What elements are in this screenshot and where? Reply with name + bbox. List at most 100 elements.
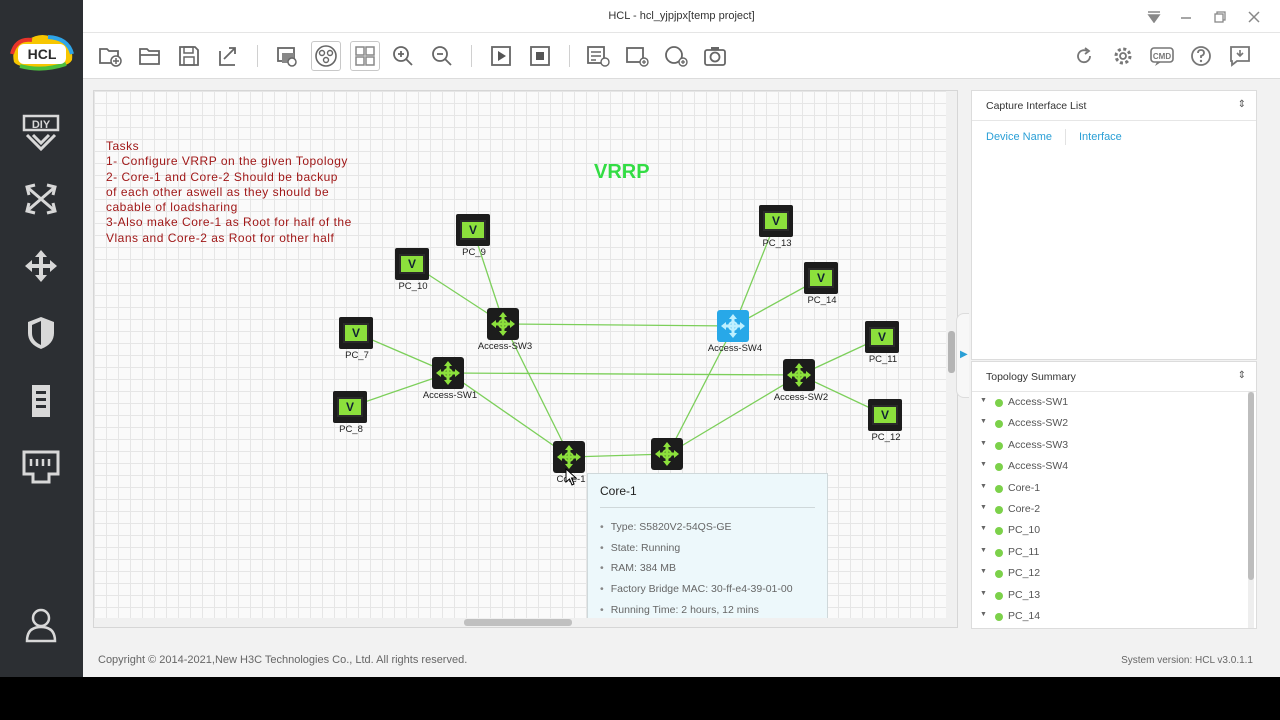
switch-node-core-2[interactable] <box>651 438 687 470</box>
capture-button[interactable] <box>700 41 730 71</box>
chevron-down-icon[interactable]: ▼ <box>980 525 987 533</box>
switch-node-access-sw1[interactable]: Access-SW1 <box>423 357 477 401</box>
chevron-down-icon[interactable]: ▼ <box>980 546 987 554</box>
grid-view-button[interactable] <box>350 41 380 71</box>
scroll-thumb[interactable] <box>464 619 572 626</box>
screenshot-button[interactable] <box>271 41 301 71</box>
task-line: 1- Configure VRRP on the given Topology <box>106 154 348 169</box>
zoom-in-button[interactable] <box>388 41 418 71</box>
scroll-thumb[interactable] <box>1248 392 1254 580</box>
chevron-down-icon[interactable]: ▼ <box>980 418 987 426</box>
column-device-name[interactable]: Device Name <box>986 131 1053 143</box>
pc-node-pc12[interactable]: V PC_12 <box>868 399 904 443</box>
pc-node-pc13[interactable]: V PC_13 <box>759 205 795 249</box>
pc-node-pc14[interactable]: V PC_14 <box>804 262 840 306</box>
network-link[interactable] <box>503 323 735 327</box>
switch-node-access-sw3[interactable]: Access-SW3 <box>478 308 532 352</box>
pc-node-pc8[interactable]: V PC_8 <box>333 391 369 435</box>
canvas-horizontal-scrollbar[interactable] <box>94 618 957 627</box>
topology-scrollbar[interactable] <box>1248 392 1254 628</box>
close-button[interactable] <box>1244 7 1264 27</box>
chevron-down-icon[interactable]: ▼ <box>980 439 987 447</box>
network-link[interactable] <box>733 220 777 327</box>
topology-canvas[interactable]: Tasks 1- Configure VRRP on the given Top… <box>93 90 958 628</box>
topology-item[interactable]: ▼Access-SW3 <box>972 435 1248 456</box>
restore-button[interactable] <box>1210 7 1230 27</box>
scroll-thumb[interactable] <box>948 331 955 373</box>
network-link[interactable] <box>448 372 571 458</box>
topology-view-button[interactable] <box>311 41 341 71</box>
dropdown-menu-button[interactable] <box>1144 7 1164 27</box>
chevron-down-icon[interactable]: ▼ <box>980 610 987 618</box>
network-link[interactable] <box>667 374 801 455</box>
new-project-button[interactable] <box>95 41 125 71</box>
canvas-heading[interactable]: VRRP <box>594 161 650 183</box>
feedback-button[interactable] <box>1225 41 1255 71</box>
capture-columns: Device Name Interface <box>972 121 1256 151</box>
security-button[interactable] <box>20 312 62 354</box>
pc-node-pc10[interactable]: V PC_10 <box>395 248 431 292</box>
topology-item[interactable]: ▼PC_14 <box>972 606 1248 627</box>
chevron-down-icon[interactable]: ▼ <box>980 482 987 490</box>
column-interface[interactable]: Interface <box>1079 131 1122 143</box>
chevron-down-icon[interactable]: ▼ <box>980 568 987 576</box>
switch-node-access-sw2[interactable]: Access-SW2 <box>774 359 828 403</box>
start-all-button[interactable] <box>486 41 516 71</box>
topology-item-name: Core-1 <box>1008 481 1041 494</box>
topology-item[interactable]: ▼Access-SW2 <box>972 413 1248 434</box>
topology-item[interactable]: ▼ Core-1 <box>972 478 1248 499</box>
diy-button[interactable]: DIY <box>20 112 62 154</box>
screenshot-icon <box>277 47 297 67</box>
zoom-out-button[interactable] <box>427 41 457 71</box>
pc-node-pc7[interactable]: V PC_7 <box>339 317 375 361</box>
help-button[interactable] <box>1186 41 1216 71</box>
stop-all-button[interactable] <box>525 41 555 71</box>
user-button[interactable] <box>20 604 62 646</box>
cmd-button[interactable]: CMD <box>1147 41 1177 71</box>
shuffle-button[interactable] <box>20 178 62 220</box>
chevron-down-icon[interactable]: ▼ <box>980 461 987 469</box>
settings-button[interactable] <box>1108 41 1138 71</box>
network-port-button[interactable] <box>20 446 62 488</box>
panel-collapse-tab[interactable]: ▶ <box>956 313 969 398</box>
switch-node-access-sw4[interactable]: Access-SW4 <box>708 310 762 354</box>
task-line: 2- Core-1 and Core-2 Should be backup <box>106 169 338 184</box>
add-rectangle-button[interactable] <box>622 41 652 71</box>
cmd-icon: CMD <box>1150 47 1174 66</box>
camera-icon <box>704 47 726 66</box>
chevron-down-icon[interactable]: ▼ <box>980 503 987 511</box>
topology-item[interactable]: ▼Access-SW4 <box>972 456 1248 477</box>
save-button[interactable] <box>174 41 204 71</box>
canvas-vertical-scrollbar[interactable] <box>946 91 957 619</box>
network-link[interactable] <box>448 372 801 376</box>
restore-icon <box>1214 11 1226 23</box>
topology-item[interactable]: ▼PC_10 <box>972 520 1248 541</box>
topology-item[interactable]: ▼Core-2 <box>972 499 1248 520</box>
topology-item[interactable]: ▼PC_11 <box>972 542 1248 563</box>
minimize-button[interactable] <box>1176 7 1196 27</box>
collapse-arrows-icon[interactable]: ⇕ <box>1237 99 1246 110</box>
refresh-button[interactable] <box>1069 41 1099 71</box>
network-link[interactable] <box>667 325 735 455</box>
open-project-button[interactable] <box>135 41 165 71</box>
server-button[interactable] <box>20 380 62 422</box>
topology-item[interactable]: ▼PC_13 <box>972 585 1248 606</box>
network-link[interactable] <box>503 323 571 458</box>
export-button[interactable] <box>213 41 243 71</box>
open-folder-icon <box>139 48 160 65</box>
pc-node-pc11[interactable]: V PC_11 <box>865 321 901 365</box>
svg-text:DIY: DIY <box>32 119 51 131</box>
chevron-down-icon[interactable]: ▼ <box>980 397 987 404</box>
add-ellipse-button[interactable] <box>661 41 691 71</box>
topology-item[interactable]: ▼PC_12 <box>972 563 1248 584</box>
add-list-button[interactable] <box>583 41 613 71</box>
capture-interface-panel: Capture Interface List ⇕ Device Name Int… <box>971 90 1257 360</box>
pc-node-pc9[interactable]: V PC_9 <box>456 214 492 258</box>
server-icon <box>32 385 50 417</box>
switch-icon <box>432 357 464 389</box>
tasks-note[interactable]: Tasks 1- Configure VRRP on the given Top… <box>106 139 376 246</box>
move-button[interactable] <box>20 245 62 287</box>
chevron-down-icon[interactable]: ▼ <box>980 589 987 597</box>
topology-item[interactable]: ▼Access-SW1 <box>972 392 1248 413</box>
collapse-arrows-icon[interactable]: ⇕ <box>1237 370 1246 381</box>
